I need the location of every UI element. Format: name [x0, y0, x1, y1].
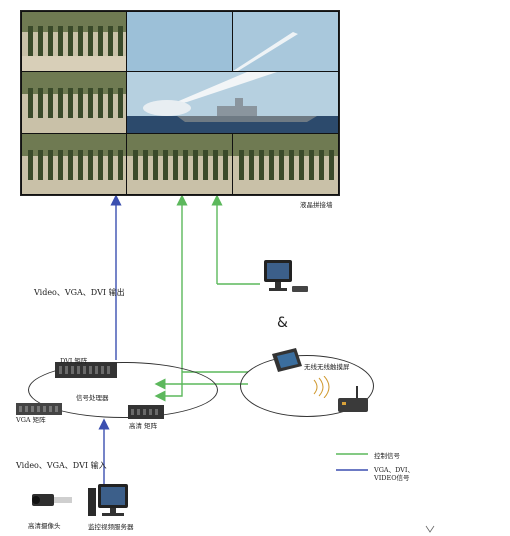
wireless-waves-icon — [313, 376, 330, 398]
input-label: Video、VGA、DVI 输入 — [16, 461, 107, 470]
wireless-touch-label: 无线无线触摸屏 — [304, 363, 350, 371]
hd-matrix-device — [128, 404, 164, 419]
wall-tile-sky-2 — [233, 12, 338, 71]
control-group-ellipse — [240, 355, 374, 417]
vga-matrix-device — [16, 400, 62, 415]
desktop-computer-icon — [262, 260, 310, 298]
video-wall-label: 液晶拼接墙 — [300, 201, 333, 209]
video-wall — [20, 10, 340, 196]
return-mark — [425, 525, 435, 533]
wall-tile-ship — [127, 72, 338, 133]
wall-tile-sky-1 — [127, 12, 232, 71]
wall-tile-soldiers-1 — [22, 12, 126, 71]
wall-tile-soldiers-5 — [233, 134, 338, 194]
touch-panel-icon — [270, 348, 304, 374]
camera-icon — [28, 488, 76, 512]
wall-tile-soldiers-3 — [22, 134, 126, 194]
hd-camera-label: 高清摄像头 — [28, 522, 61, 530]
legend-control-label: 控制信号 — [374, 452, 400, 460]
output-label: Video、VGA、DVI 输出 — [34, 288, 125, 297]
wireless-transceiver-icon — [336, 386, 370, 414]
wall-tile-soldiers-4 — [127, 134, 232, 194]
dvi-matrix-device — [55, 362, 117, 378]
desktop-computer-icon — [88, 484, 134, 520]
dvi-matrix-label: DVI 矩阵 — [60, 357, 88, 365]
legend-video-label: VGA、DVI、VIDEO信号 — [374, 466, 414, 482]
monitor-server-label: 监控视频服务器 — [88, 523, 134, 531]
signal-processor-label: 信号处理器 — [76, 394, 109, 402]
ampersand-label: & — [277, 315, 288, 331]
vga-matrix-label: VGA 矩阵 — [16, 416, 46, 424]
processor-group-ellipse — [28, 362, 218, 418]
hd-matrix-label: 高清 矩阵 — [129, 422, 158, 430]
wall-tile-soldiers-2 — [22, 72, 126, 133]
